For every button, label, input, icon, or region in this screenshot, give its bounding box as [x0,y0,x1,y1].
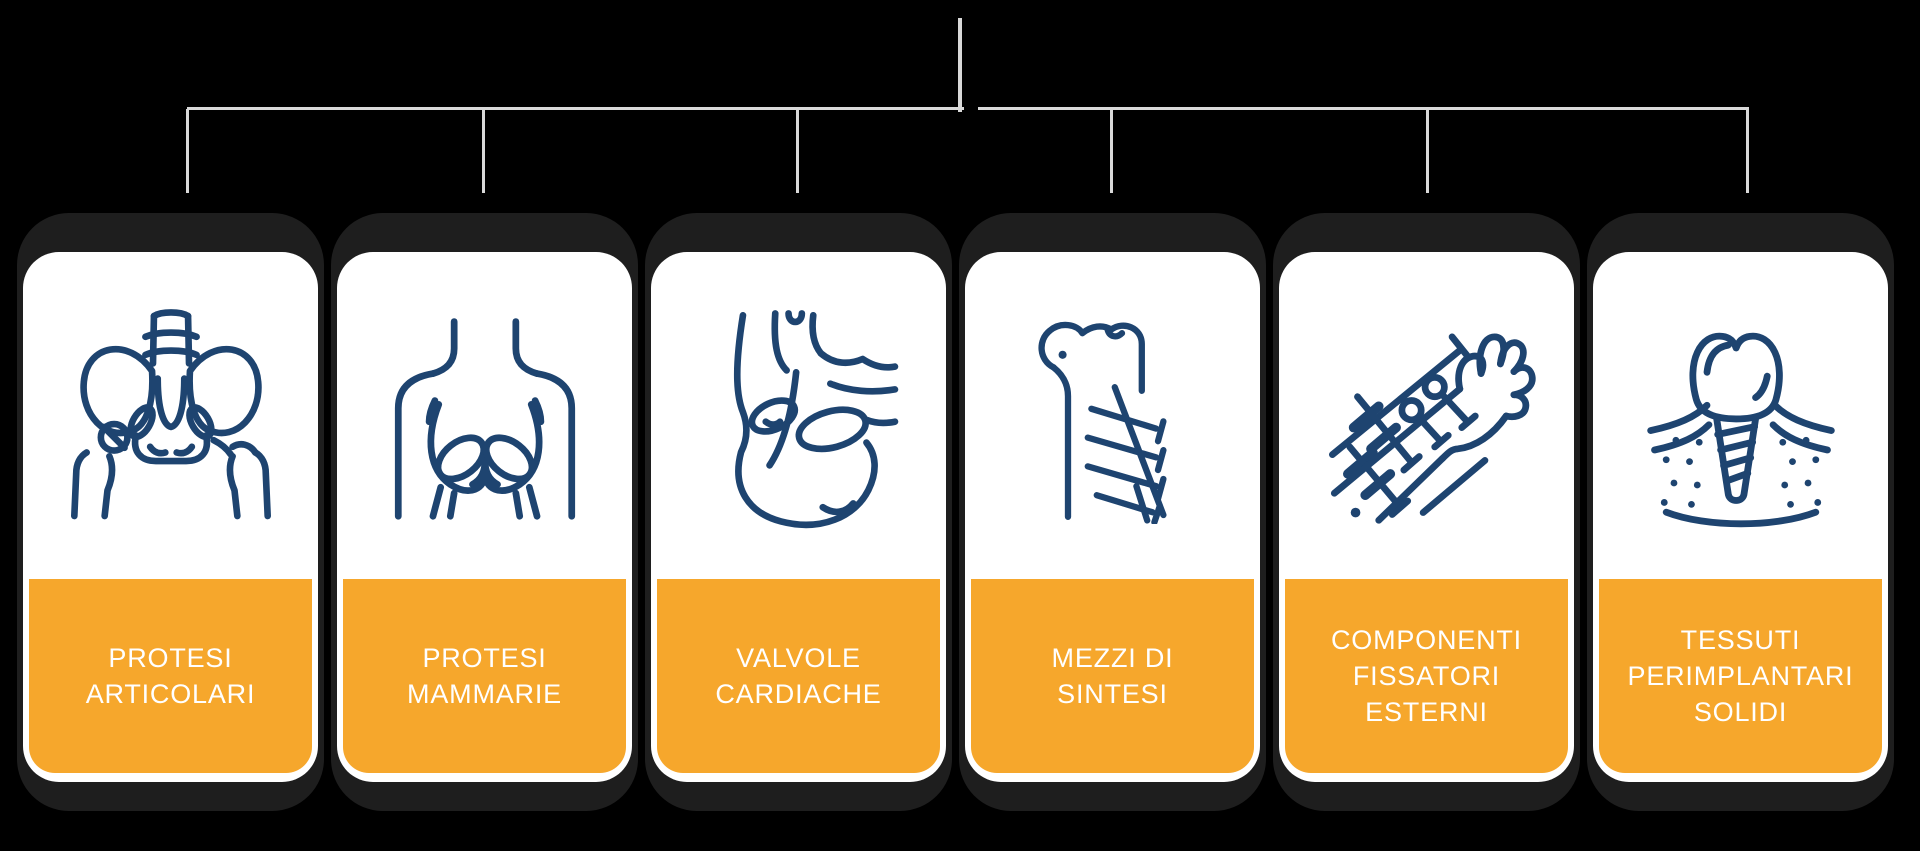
external-fixator-icon [1328,332,1536,524]
card-face: TESSUTI PERIMPLANTARI SOLIDI [1593,252,1888,782]
tree-horizontal-line-right [978,107,1749,110]
icon-area [337,252,632,579]
card-label-band: COMPONENTI FISSATORI ESTERNI [1285,579,1568,773]
card-label-band: MEZZI DI SINTESI [971,579,1254,773]
card-mezzi-di-sintesi[interactable]: MEZZI DI SINTESI [959,213,1266,811]
heart-valves-icon [733,309,898,528]
icon-area [23,252,318,579]
card-label: PROTESI MAMMARIE [407,643,562,709]
card-row: PROTESI ARTICOLARI [17,213,1894,811]
tree-branch-line [1426,109,1429,193]
card-label: TESSUTI PERIMPLANTARI SOLIDI [1627,625,1854,727]
card-face: PROTESI MAMMARIE [337,252,632,782]
osteosynthesis-icon [1038,321,1167,524]
card-face: PROTESI ARTICOLARI [23,252,318,782]
icon-area [1593,252,1888,579]
card-label: MEZZI DI SINTESI [1051,643,1174,709]
card-protesi-mammarie[interactable]: PROTESI MAMMARIE [331,213,638,811]
card-componenti-fissatori-esterni[interactable]: COMPONENTI FISSATORI ESTERNI [1273,213,1580,811]
card-label-band: PROTESI MAMMARIE [343,579,626,773]
card-valvole-cardiache[interactable]: VALVOLE CARDIACHE [645,213,952,811]
card-protesi-articolari[interactable]: PROTESI ARTICOLARI [17,213,324,811]
card-label: VALVOLE CARDIACHE [715,643,882,709]
card-face: COMPONENTI FISSATORI ESTERNI [1279,252,1574,782]
icon-area [1279,252,1574,579]
tree-horizontal-line-left [187,107,964,110]
card-label-band: TESSUTI PERIMPLANTARI SOLIDI [1599,579,1882,773]
card-face: MEZZI DI SINTESI [965,252,1260,782]
tree-branch-line [1110,109,1113,193]
hip-prosthesis-icon [70,308,271,519]
tree-branch-line [482,109,485,193]
breast-prosthesis-icon [394,317,575,520]
tree-branch-line [1746,109,1749,193]
icon-area [651,252,946,579]
tree-root-stem [958,18,962,112]
dental-implant-icon [1646,332,1835,527]
card-tessuti-perimplantari-solidi[interactable]: TESSUTI PERIMPLANTARI SOLIDI [1587,213,1894,811]
icon-area [965,252,1260,579]
tree-branch-line [796,109,799,193]
tree-branch-line [186,109,189,193]
card-label: PROTESI ARTICOLARI [85,643,256,709]
card-label-band: VALVOLE CARDIACHE [657,579,940,773]
card-label: COMPONENTI FISSATORI ESTERNI [1330,625,1522,727]
card-face: VALVOLE CARDIACHE [651,252,946,782]
card-label-band: PROTESI ARTICOLARI [29,579,312,773]
